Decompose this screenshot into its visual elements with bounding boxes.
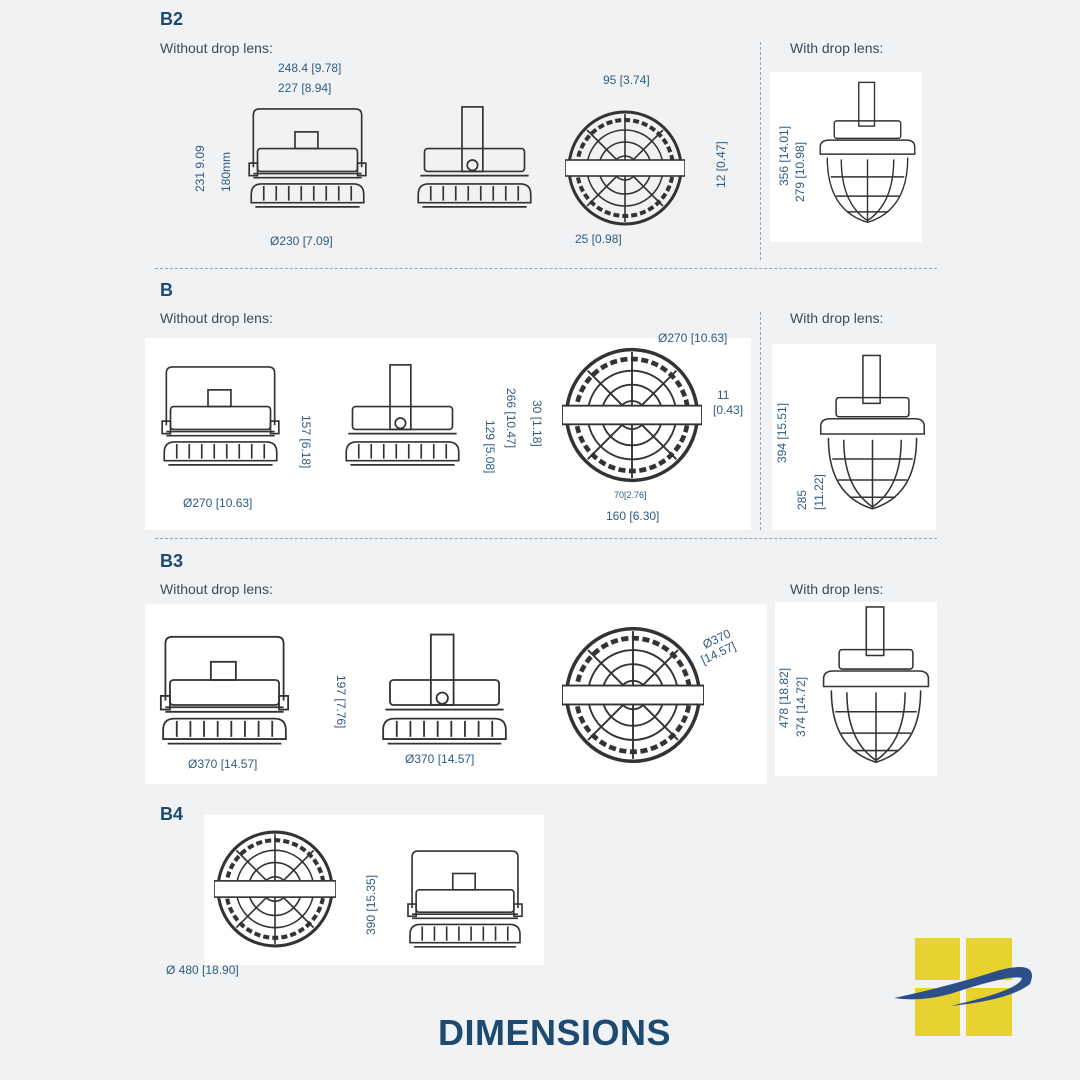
dimension-label: 478 [18.82] — [777, 667, 791, 728]
b-front-view — [161, 366, 280, 466]
dimension-label: 25 [0.98] — [575, 232, 622, 246]
b-drop-view — [819, 354, 926, 510]
b3-drop-view — [822, 606, 930, 764]
dimension-label: 374 [14.72] — [794, 676, 808, 737]
dimension-label: 227 [8.94] — [278, 81, 332, 95]
dimension-label: 231 9.09 — [193, 145, 207, 192]
company-logo — [894, 938, 1032, 1036]
b4-side-view — [407, 850, 523, 948]
b2-side-view — [417, 106, 532, 208]
section-heading-b3: B3 — [160, 551, 184, 571]
dimension-label: 12 [0.47] — [714, 141, 728, 188]
divider — [155, 538, 937, 539]
dimension-label: 157 [6.18] — [299, 415, 313, 469]
section-heading-b4: B4 — [160, 804, 184, 824]
with-lens-label: With drop lens: — [790, 40, 884, 56]
dimension-label: Ø 480 [18.90] — [166, 963, 239, 977]
b2-front-view — [248, 108, 367, 208]
b2-drop-panel — [770, 72, 922, 242]
dimension-label: 394 [15.51] — [775, 402, 789, 463]
dimension-label: 70[2.76] — [614, 490, 647, 500]
dimension-label: 129 [5.08] — [483, 420, 497, 474]
dimension-label: Ø370 [14.57] — [188, 757, 258, 771]
section-heading-b: B — [160, 280, 173, 300]
dimension-label: Ø270 [10.63] — [183, 496, 253, 510]
without-lens-label: Without drop lens: — [160, 310, 273, 326]
with-lens-label: With drop lens: — [790, 581, 884, 597]
dimension-label: 11 — [717, 388, 730, 402]
divider — [760, 312, 761, 530]
b3-front-view — [159, 635, 290, 745]
with-lens-label: With drop lens: — [790, 310, 884, 326]
page-title: DIMENSIONS — [438, 1012, 672, 1053]
dimension-label: 266 [10.47] — [504, 388, 518, 449]
dimension-label: Ø270 [10.63] — [658, 331, 728, 345]
b-side-view — [345, 364, 460, 466]
dimension-label: 160 [6.30] — [606, 509, 660, 523]
dimension-label: 390 [15.35] — [364, 874, 378, 935]
b3-top-view — [562, 624, 704, 766]
dimension-label: 285 — [795, 489, 809, 510]
dimension-label: [11.22] — [812, 474, 826, 510]
b4-top-view — [214, 828, 336, 950]
b3-drop-panel — [775, 602, 937, 776]
dimension-label: 356 [14.01] — [777, 125, 791, 186]
b-top-view — [562, 345, 702, 485]
dimension-label: 279 [10.98] — [793, 141, 807, 202]
dimension-label: 30 [1.18] — [530, 400, 544, 447]
without-lens-label: Without drop lens: — [160, 581, 273, 597]
without-lens-label: Without drop lens: — [160, 40, 273, 56]
dimension-label: 180mm — [219, 151, 233, 192]
b3-side-view — [382, 633, 507, 745]
section-heading-b2: B2 — [160, 9, 184, 29]
dimension-label: Ø230 [7.09] — [270, 234, 333, 248]
dimension-label: [0.43] — [713, 403, 744, 417]
dimension-label: Ø370 [14.57] — [405, 752, 475, 766]
b2-drop-view — [819, 81, 916, 224]
dimension-label: 197 [7.76] — [334, 675, 348, 729]
b2-top-view — [565, 110, 685, 226]
divider — [155, 268, 937, 269]
dimension-label: 248.4 [9.78] — [278, 61, 342, 75]
dimension-label: 95 [3.74] — [603, 73, 650, 87]
divider — [760, 42, 761, 260]
